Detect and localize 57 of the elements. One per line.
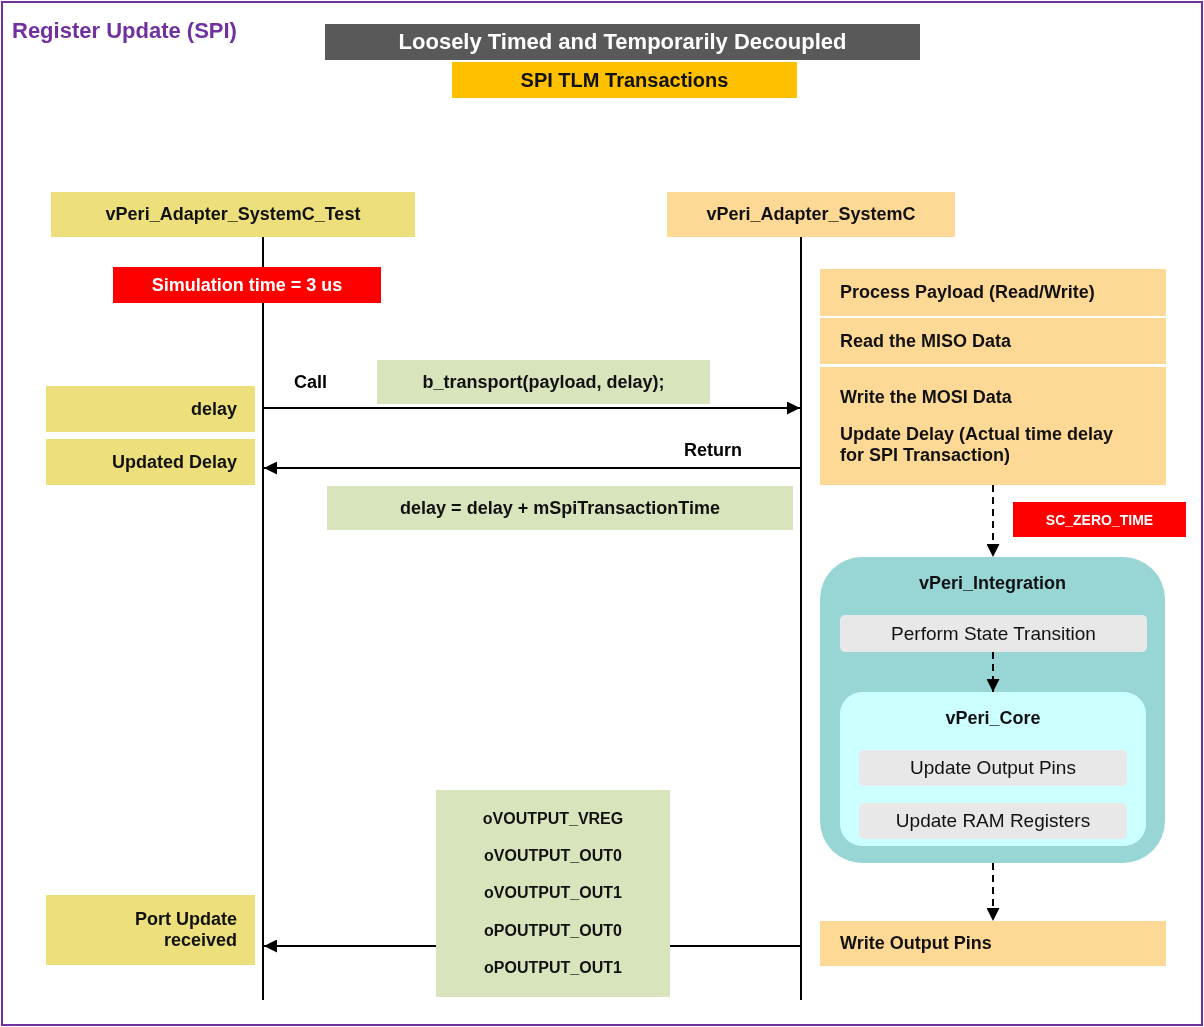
arrow: [986, 484, 1000, 558]
time-note: [113, 267, 381, 303]
signal-name: oVOUTPUT_OUT1: [484, 884, 622, 903]
diagram-title: Register Update (SPI): [12, 18, 237, 44]
box-text: Loosely Timed and Temporarily Decoupled: [398, 29, 847, 55]
module-container: [820, 557, 1165, 863]
time-note: [1013, 502, 1186, 537]
box-text: SPI TLM Transactions: [520, 68, 729, 92]
call-box: [377, 360, 710, 404]
arrow: [263, 461, 801, 475]
signal-name: oPOUTPUT_OUT1: [484, 959, 622, 978]
box-text: Write Output Pins: [840, 933, 992, 954]
box-text: Port Update received: [134, 909, 237, 951]
parameter-box: [46, 386, 255, 432]
box-text: Write the MOSI Data: [840, 386, 1012, 408]
box-text: Perform State Transition: [891, 622, 1096, 645]
module-title: vPeri_Core: [945, 708, 1041, 729]
signal-name: oPOUTPUT_OUT0: [484, 921, 622, 940]
box-text: delay: [190, 398, 237, 420]
formula-box: [327, 486, 793, 530]
box-text: Update Output Pins: [910, 757, 1076, 779]
process-box: [820, 318, 1166, 364]
module-container: [840, 692, 1146, 846]
box-text: delay = delay + mSpiTransactionTime: [400, 497, 720, 519]
box-text: vPeri_Adapter_SystemC: [706, 204, 916, 225]
box-text: Read the MISO Data: [840, 330, 1012, 352]
process-box: [820, 269, 1166, 316]
signal-name: oVOUTPUT_VREG: [482, 809, 624, 828]
signal-list-box: [436, 790, 670, 997]
box-text: Update RAM Registers: [895, 810, 1091, 832]
signal-name: oVOUTPUT_OUT0: [484, 847, 622, 866]
box-text: vPeri_Adapter_SystemC_Test: [105, 204, 361, 225]
arrow: [263, 939, 437, 953]
box-text: Simulation time = 3 us: [151, 274, 343, 296]
lifeline-header: [667, 192, 955, 237]
parameter-box: [46, 895, 255, 965]
arrow: [263, 401, 801, 415]
title-banner: [325, 24, 920, 60]
lifeline: [800, 237, 802, 1000]
process-box: [820, 367, 1166, 485]
module-title: vPeri_Integration: [918, 573, 1066, 594]
parameter-box: [46, 439, 255, 485]
box-text: b_transport(payload, delay);: [422, 371, 665, 393]
lifeline-header: [51, 192, 415, 237]
box-text: SC_ZERO_TIME: [1045, 511, 1154, 528]
process-box: [859, 750, 1127, 786]
process-box: [840, 615, 1147, 652]
subtitle-banner: [452, 62, 797, 98]
process-box: [820, 921, 1166, 966]
box-text: Process Payload (Read/Write): [840, 282, 1095, 303]
arrow: [986, 651, 1000, 693]
connector-line: [669, 945, 801, 947]
arrow: [986, 862, 1000, 922]
box-text: Update Delay (Actual time delay for SPI Transaction): [840, 423, 1115, 466]
lifeline: [262, 237, 264, 1000]
process-box: [859, 803, 1127, 839]
box-text: Updated Delay: [111, 451, 237, 473]
